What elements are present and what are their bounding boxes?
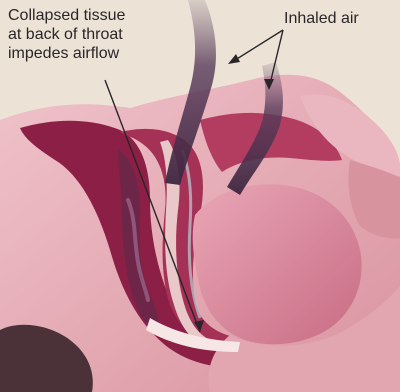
collapsed-tissue-label: Collapsed tissue at back of throat imped… <box>8 6 125 63</box>
collapsed-tissue-label-line2: at back of throat <box>8 25 125 44</box>
inhaled-air-label: Inhaled air <box>284 9 359 28</box>
collapsed-tissue-label-line1: Collapsed tissue <box>8 6 125 25</box>
collapsed-tissue-label-line3: impedes airflow <box>8 44 125 63</box>
tongue <box>193 184 362 344</box>
